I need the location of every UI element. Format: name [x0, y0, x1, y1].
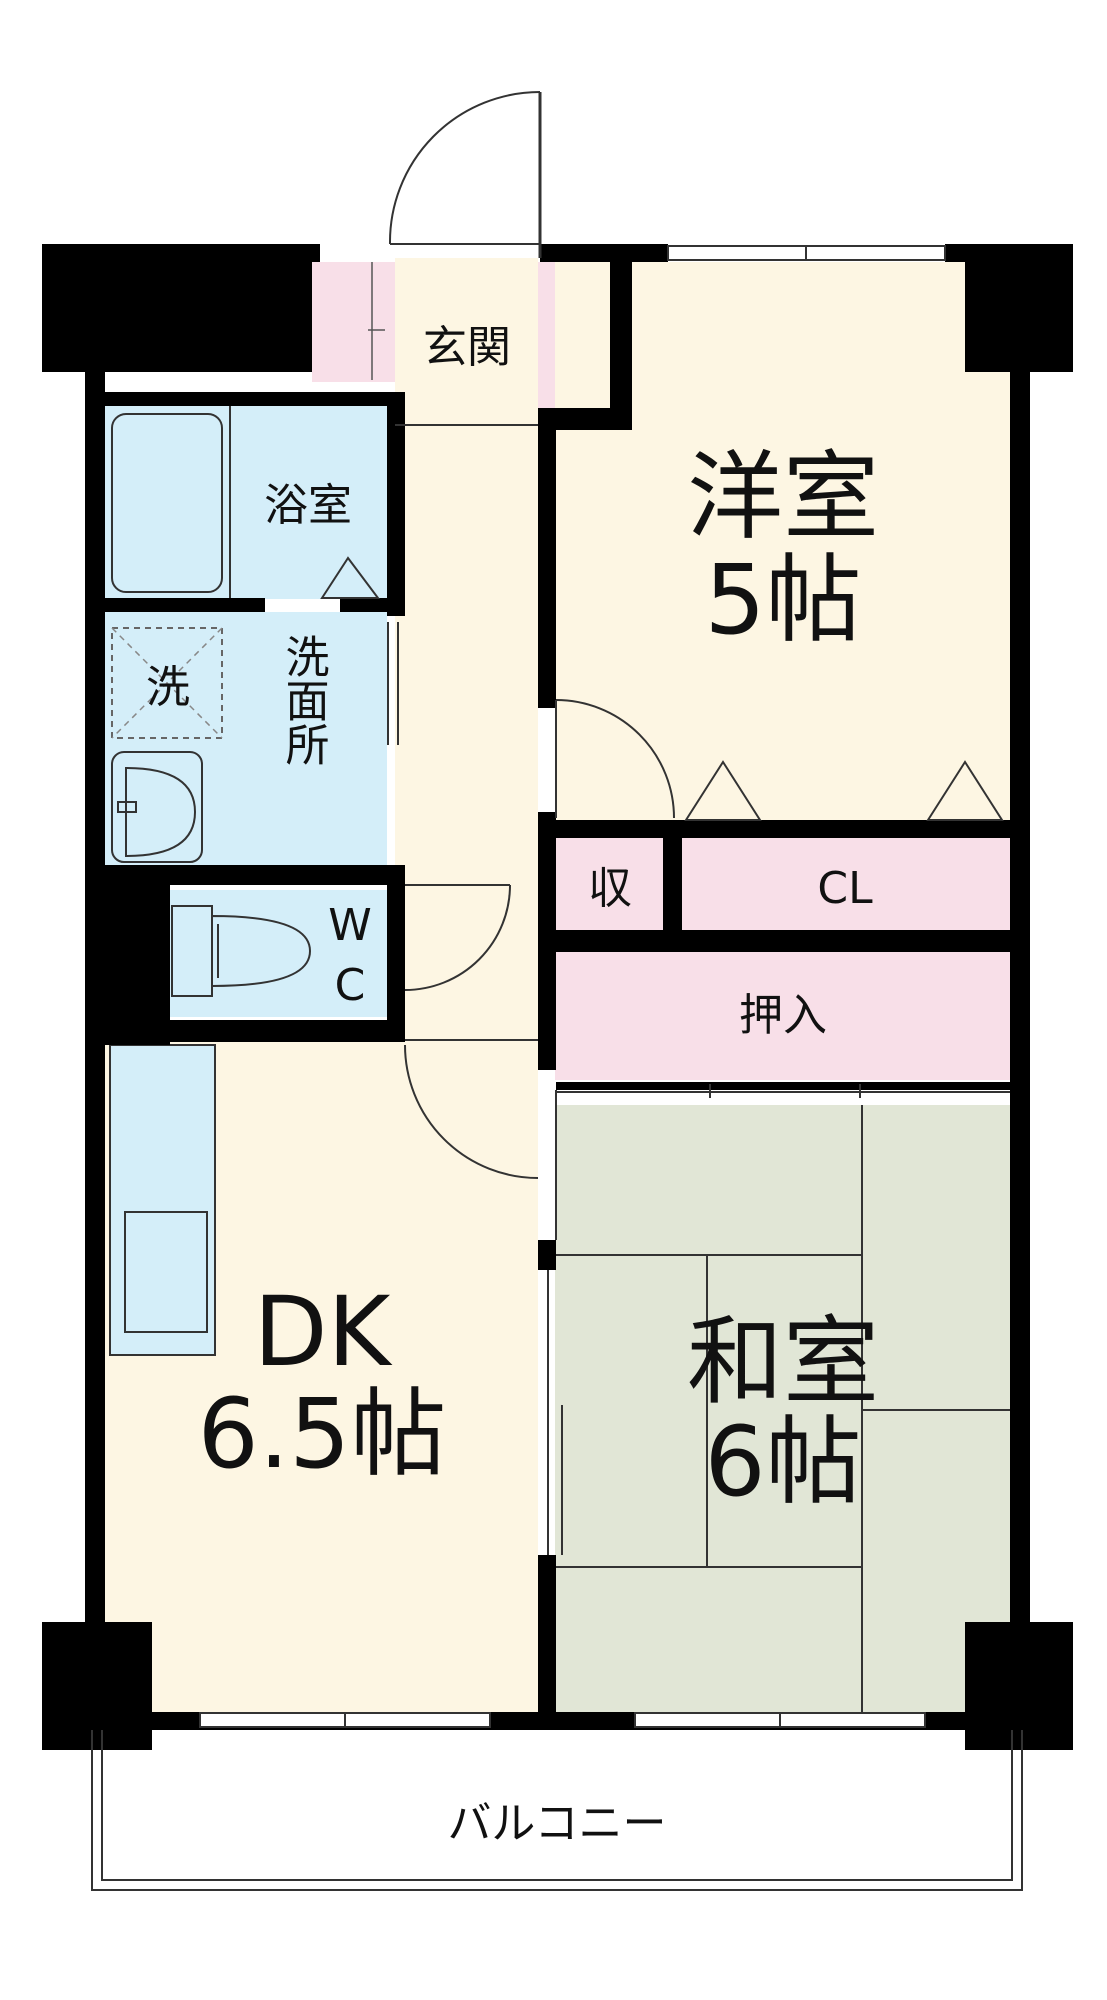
room-labels: 玄関 浴室 洗 洗面所 W C 洋室 5帖 収 CL 押入 DK 6.5帖 和室…: [146, 322, 879, 1849]
tatami-mats: [556, 1105, 1010, 1715]
storage-floor: [555, 838, 663, 933]
balcony-label: バルコニー: [447, 1798, 666, 1849]
japanese-room-size: 6帖: [704, 1406, 861, 1518]
bathtub: [111, 413, 223, 593]
entrance-floor-left: [312, 262, 395, 382]
western-room-name: 洋室: [687, 441, 879, 553]
wc-label-c: C: [335, 960, 366, 1011]
washer-space: [111, 627, 223, 739]
sink: [111, 751, 203, 863]
entrance-floor-center: [395, 262, 538, 422]
oshiire-label: 押入: [739, 990, 827, 1041]
walls: [42, 244, 1073, 1750]
washroom-label: 洗面所: [278, 634, 329, 766]
dk-name: DK: [254, 1276, 393, 1388]
fixtures: [91, 91, 1023, 1891]
western-room-size: 5帖: [704, 544, 861, 656]
kitchen-counter: [109, 1044, 216, 1356]
japanese-room-name: 和室: [687, 1306, 879, 1418]
oshiire-floor: [555, 950, 1010, 1080]
wc-label-w: W: [328, 900, 372, 951]
washroom-floor: [105, 612, 387, 867]
balcony-outline: [91, 1730, 1023, 1891]
storage-label: 収: [588, 863, 632, 914]
closet-floor: [682, 838, 1010, 933]
entrance-door-arc: [388, 91, 541, 245]
closet-label: CL: [817, 863, 873, 914]
entrance-label: 玄関: [423, 322, 511, 373]
washer-label: 洗: [146, 662, 190, 713]
dk-size: 6.5帖: [198, 1378, 447, 1490]
bath-label: 浴室: [264, 480, 352, 531]
